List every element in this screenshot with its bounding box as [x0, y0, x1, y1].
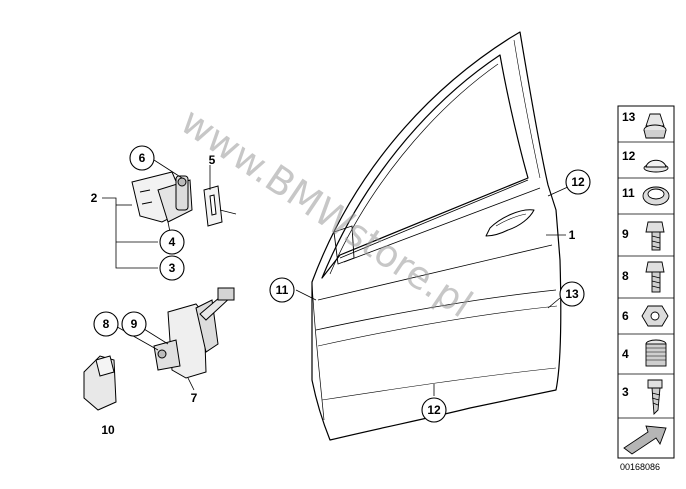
callout-13[interactable]: 13: [559, 281, 585, 307]
legend-number: 11: [622, 186, 635, 200]
callout-6[interactable]: 6: [129, 145, 155, 171]
callout-8[interactable]: 8: [93, 311, 119, 337]
callout-label: 8: [103, 317, 110, 331]
catalog-number: 00168086: [620, 462, 660, 472]
callout-label: 3: [169, 261, 176, 275]
legend-row-13[interactable]: 13: [622, 110, 667, 139]
hex-nut-icon: [641, 305, 669, 327]
callout-label: 5: [209, 153, 216, 167]
legend-row-9[interactable]: 9: [622, 221, 665, 251]
spring-nut-icon: [645, 339, 667, 367]
callout-label: 11: [276, 283, 289, 297]
callout-label: 1: [569, 228, 576, 242]
legend-row-3[interactable]: 3: [622, 379, 663, 416]
hinge-shim[interactable]: [203, 185, 223, 227]
arrow-symbol-icon: [623, 425, 667, 455]
legend-number: 4: [622, 347, 629, 361]
callout-9[interactable]: 9: [121, 311, 147, 337]
callout-12-top[interactable]: 12: [565, 169, 591, 195]
callout-7[interactable]: 7: [191, 391, 198, 405]
callout-label: 12: [427, 403, 441, 417]
parts-legend: 13 12 11 9: [617, 105, 675, 459]
legend-row-11[interactable]: 11: [622, 186, 670, 206]
legend-number: 6: [622, 309, 629, 323]
legend-row-4[interactable]: 4: [622, 339, 667, 367]
callout-label: 9: [131, 317, 138, 331]
door-check[interactable]: [153, 287, 235, 379]
legend-number: 8: [622, 269, 629, 283]
cap-plug-icon: [643, 159, 669, 173]
callout-5[interactable]: 5: [209, 153, 216, 167]
legend-number: 9: [622, 227, 629, 241]
callout-label: 4: [169, 235, 176, 249]
callout-label: 13: [565, 287, 579, 301]
grommet-icon: [642, 186, 670, 206]
callout-12-bottom[interactable]: 12: [421, 397, 447, 423]
callout-label: 10: [101, 423, 115, 437]
callout-3[interactable]: 3: [159, 255, 185, 281]
callout-10[interactable]: 10: [101, 423, 115, 437]
legend-number: 13: [622, 110, 636, 124]
hex-bolt-icon: [645, 261, 665, 293]
screw-icon: [647, 379, 663, 416]
bolt-with-collar-icon: [645, 221, 665, 251]
rubber-buffer-icon: [643, 113, 667, 139]
callout-2[interactable]: 2: [91, 191, 98, 205]
hinge-assembly[interactable]: [131, 171, 193, 223]
door-panel[interactable]: [311, 31, 562, 441]
callout-label: 7: [191, 391, 198, 405]
callout-label: 6: [139, 151, 146, 165]
legend-row-8[interactable]: 8: [622, 261, 665, 293]
check-cover[interactable]: [83, 355, 117, 411]
legend-row-6[interactable]: 6: [622, 305, 669, 327]
callout-11[interactable]: 11: [269, 277, 295, 303]
callout-1[interactable]: 1: [569, 228, 576, 242]
legend-row-12[interactable]: 12: [622, 149, 669, 173]
callout-label: 12: [571, 175, 585, 189]
callout-4[interactable]: 4: [159, 229, 185, 255]
legend-number: 3: [622, 385, 629, 399]
callout-label: 2: [91, 191, 98, 205]
legend-number: 12: [622, 149, 636, 163]
leader-lines: [102, 159, 571, 396]
